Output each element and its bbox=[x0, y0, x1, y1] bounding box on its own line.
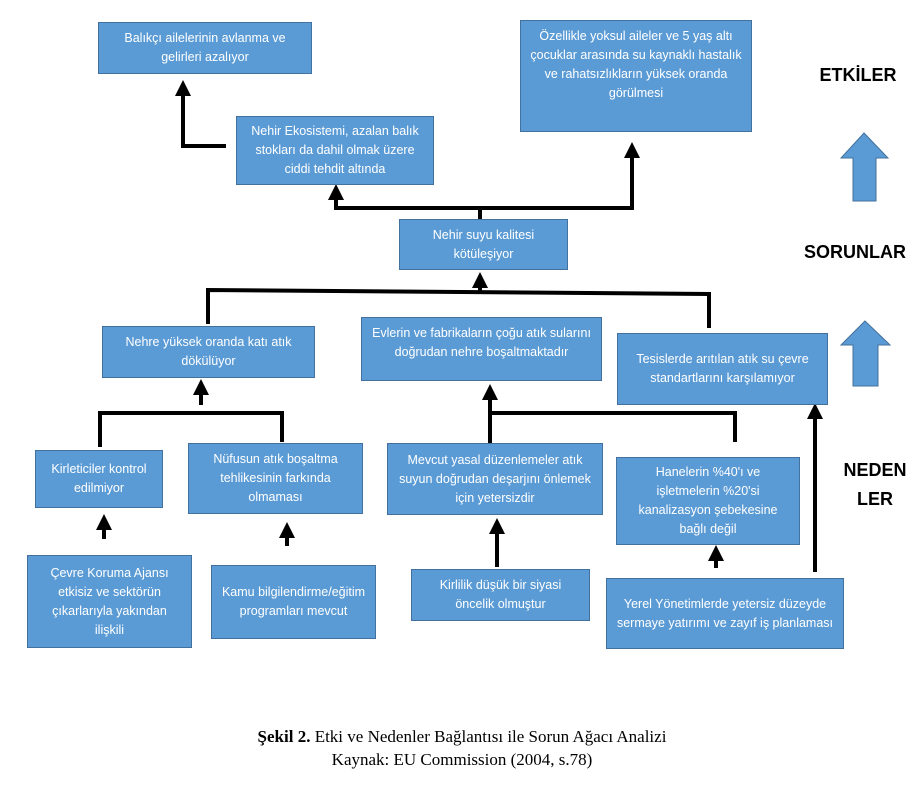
box-sewer-connection: Hanelerin %40'ı ve işletmelerin %20'si k… bbox=[616, 457, 800, 545]
label-nedenler-1: NEDEN bbox=[843, 460, 907, 480]
figure-label: Şekil 2. bbox=[257, 727, 311, 746]
connector-b4-b3 bbox=[328, 184, 482, 219]
box-polluters-uncontrolled: Kirleticiler kontrol edilmiyor bbox=[35, 450, 163, 508]
box-fishing-income: Balıkçı ailelerinin avlanma ve gelirleri… bbox=[98, 22, 312, 74]
box-river-ecosystem: Nehir Ekosistemi, azalan balık stokları … bbox=[236, 116, 434, 185]
connector-b5-b4 bbox=[206, 287, 711, 328]
label-sorunlar: SORUNLAR bbox=[804, 242, 906, 262]
figure-title: Etki ve Nedenler Bağlantısı ile Sorun Ağ… bbox=[314, 727, 667, 746]
box-water-quality: Nehir suyu kalitesi kötüleşiyor bbox=[399, 219, 568, 270]
box-local-investment: Yerel Yönetimlerde yetersiz düzeyde serm… bbox=[606, 578, 844, 649]
box-direct-discharge: Evlerin ve fabrikaların çoğu atık suları… bbox=[361, 317, 602, 381]
connector-b4-b2 bbox=[480, 142, 640, 210]
box-public-education: Kamu bilgilendirme/eğitim programları me… bbox=[211, 565, 376, 639]
box-health-impact: Özellikle yoksul aileler ve 5 yaş altı ç… bbox=[520, 20, 752, 132]
connector-b3-b1 bbox=[175, 80, 226, 148]
side-arrow-up-bottom bbox=[839, 320, 892, 387]
label-nedenler-2: LER bbox=[857, 489, 893, 509]
box-solid-waste: Nehre yüksek oranda katı atık dökülüyor bbox=[102, 326, 315, 378]
connector-b11-b6 bbox=[490, 411, 737, 442]
box-environment-agency: Çevre Koruma Ajansı etkisiz ve sektörün … bbox=[27, 555, 192, 648]
figure-source: Kaynak: EU Commission (2004, s.78) bbox=[331, 750, 593, 769]
figure-caption: Şekil 2. Etki ve Nedenler Bağlantısı ile… bbox=[0, 727, 924, 747]
label-etkiler: ETKİLER bbox=[819, 65, 897, 85]
box-political-priority: Kirlilik düşük bir siyasi öncelik olmuşt… bbox=[411, 569, 590, 621]
box-public-awareness: Nüfusun atık boşaltma tehlikesinin farkı… bbox=[188, 443, 363, 514]
connector-b8-b9 bbox=[98, 411, 284, 447]
side-arrow-up-top bbox=[839, 132, 890, 202]
box-legal-regulations: Mevcut yasal düzenlemeler atık suyun doğ… bbox=[387, 443, 603, 515]
box-treatment-standards: Tesislerde arıtılan atık su çevre standa… bbox=[617, 333, 828, 405]
